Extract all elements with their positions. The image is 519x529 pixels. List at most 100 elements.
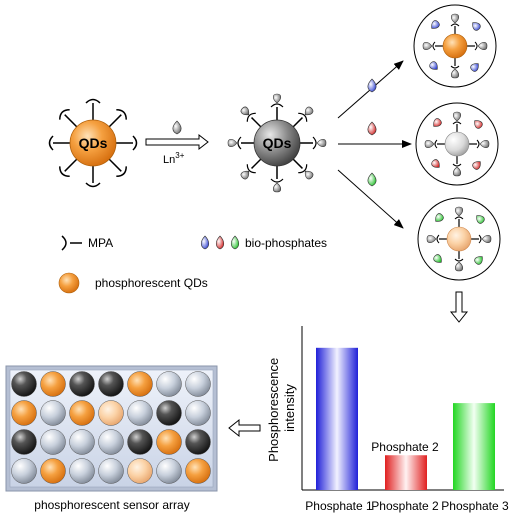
sensor-well xyxy=(127,458,153,484)
ligand-end xyxy=(452,121,462,125)
ligand-end xyxy=(237,136,242,150)
ligand-end xyxy=(436,234,440,244)
sensor-well xyxy=(40,371,66,397)
biophosphate-drops-icon xyxy=(200,235,240,250)
mpa-ligand-end xyxy=(116,109,127,120)
mpa-ligand-end xyxy=(48,135,54,151)
initial-qd-group: QDs xyxy=(48,98,138,188)
sensor-well xyxy=(69,458,95,484)
phosphate-drop xyxy=(435,213,444,222)
ligand-end xyxy=(270,178,284,183)
sensor-well xyxy=(185,458,211,484)
green-drop-icon xyxy=(367,172,377,187)
phosphate-drop xyxy=(477,41,488,51)
ligand-end xyxy=(246,164,256,174)
phosphate-drop xyxy=(476,215,485,224)
sensor-well xyxy=(11,429,37,455)
phosphate-drop xyxy=(454,261,464,272)
mpa-ligand-end xyxy=(116,166,127,177)
phosphate-drop xyxy=(479,139,490,149)
mpa-ligand xyxy=(64,158,78,172)
phosphate-drop xyxy=(429,61,438,70)
mpa-ligand-end xyxy=(85,182,101,188)
sensor-well xyxy=(156,458,182,484)
qd-label-initial: QDs xyxy=(79,135,108,151)
ligand-end xyxy=(450,65,460,69)
phosphate-drop xyxy=(450,13,460,24)
sensor-well xyxy=(98,429,124,455)
mpa-ligand-end xyxy=(132,135,138,151)
sensor-well xyxy=(11,371,37,397)
bar xyxy=(385,455,427,490)
mpa-ligand xyxy=(108,158,122,172)
phosphate-drop xyxy=(470,63,479,72)
phosphate-drop xyxy=(452,166,462,177)
bar-category-label: Phosphate 1 xyxy=(305,499,373,513)
mpa-ligand-end xyxy=(85,98,101,104)
phosphate-drop xyxy=(422,41,433,51)
phosphate-drop xyxy=(431,159,440,168)
ligand-end xyxy=(298,164,308,174)
ligand-stem xyxy=(292,158,303,169)
outcome-blue xyxy=(413,4,497,88)
ligand-end xyxy=(450,23,460,27)
mpa-ligand xyxy=(108,114,122,128)
bar xyxy=(453,403,495,490)
sensor-well xyxy=(98,400,124,426)
phosphate-drop xyxy=(304,106,314,116)
mpa-ligand xyxy=(64,114,78,128)
outcome-green xyxy=(417,197,501,281)
phosphate-drop xyxy=(227,138,238,148)
sensor-well xyxy=(98,458,124,484)
bar xyxy=(316,347,358,490)
ligand-end xyxy=(312,136,317,150)
bar-category-label: Phosphate 2 xyxy=(371,499,439,513)
mpa-ligand-end xyxy=(59,109,70,120)
biophosphates-label: bio-phosphates xyxy=(245,236,327,250)
qd-legend-icon xyxy=(58,272,80,294)
sensor-array: phosphorescent sensor array xyxy=(5,365,218,512)
ligand-end xyxy=(432,41,436,51)
phosphate-drop xyxy=(240,170,250,180)
phosphorescent-qd xyxy=(69,119,117,167)
sensor-array-caption: phosphorescent sensor array xyxy=(34,498,189,512)
reaction-arrow: Ln3+ xyxy=(145,120,209,166)
down-arrow-icon xyxy=(449,291,469,323)
sensor-well xyxy=(40,400,66,426)
phosphate-drop xyxy=(272,182,282,193)
sensor-well xyxy=(185,400,211,426)
red-drop-icon xyxy=(367,121,377,136)
phosphate-drop xyxy=(316,138,327,148)
phosphate-drop xyxy=(240,106,250,116)
sensor-well xyxy=(69,371,95,397)
quenched-qd-group: QDs xyxy=(227,93,327,193)
sensor-well xyxy=(127,371,153,397)
phosphate-drop xyxy=(426,234,437,244)
bar-annotation: Phosphate 2 xyxy=(371,440,439,454)
sensor-well xyxy=(156,400,182,426)
phosphate-drop xyxy=(454,206,464,217)
ligand-end xyxy=(298,112,308,122)
quenched-qd xyxy=(253,119,301,167)
sensor-well xyxy=(98,371,124,397)
outcome-red xyxy=(415,102,499,186)
phosphate-drop xyxy=(481,234,492,244)
legend: MPA bio-phosphates phosphorescent QDs xyxy=(58,235,327,294)
blue-drop-icon xyxy=(367,78,377,93)
sensor-well xyxy=(156,371,182,397)
sensor-well xyxy=(40,429,66,455)
sensor-well xyxy=(156,429,182,455)
y-axis-label: Phosphorescence intensity xyxy=(266,354,297,462)
sensor-well xyxy=(11,458,37,484)
ligand-end xyxy=(474,41,478,51)
phosphate-drop xyxy=(472,22,481,31)
ln-drop-icon xyxy=(172,120,182,135)
sensor-well xyxy=(69,400,95,426)
ligand-stem xyxy=(292,117,303,128)
phosphate-drop xyxy=(450,68,460,79)
phosphate-drop xyxy=(474,256,483,265)
mpa-ligands xyxy=(48,98,138,188)
phosphate-drop xyxy=(433,254,442,263)
phosphate-drop xyxy=(472,161,481,170)
